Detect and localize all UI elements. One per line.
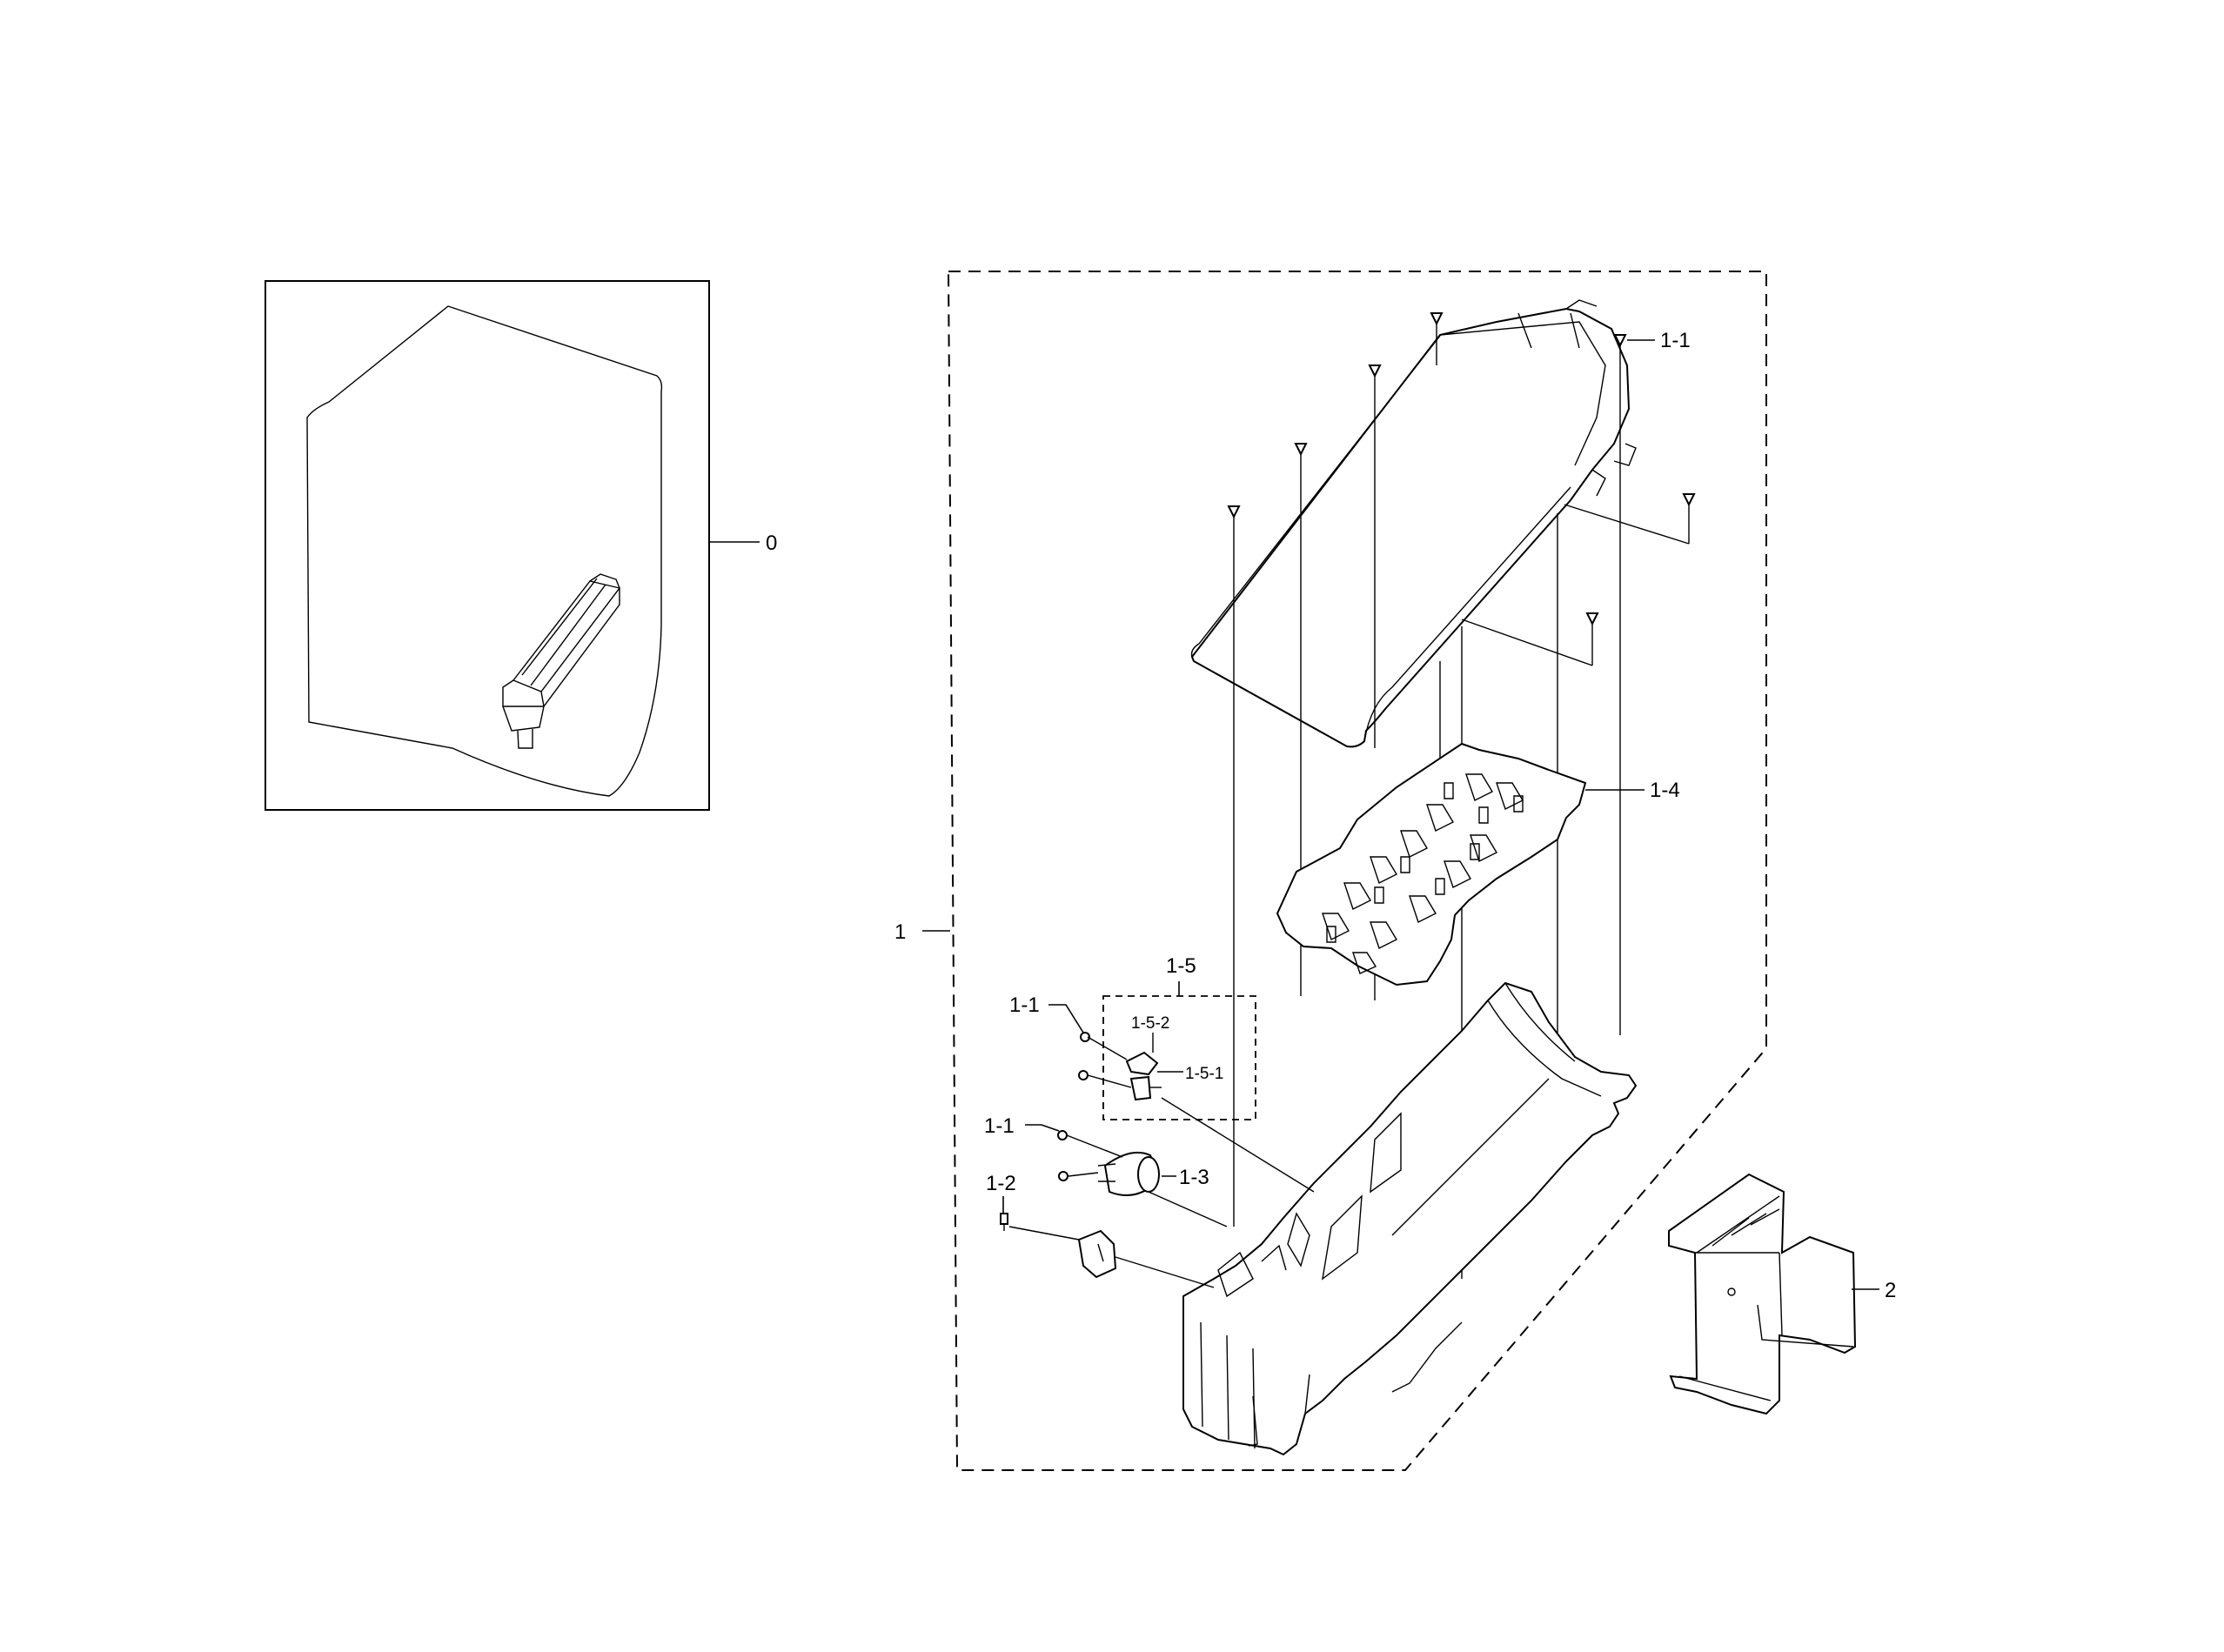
label-screw-top: 1-1	[1660, 329, 1691, 352]
coil-plate	[1276, 742, 1587, 987]
label-sensor-part-1: 1-5-1	[1185, 1065, 1223, 1083]
label-sensor-part-2: 1-5-2	[1131, 1014, 1169, 1033]
overview-heater-icon	[502, 573, 621, 749]
label-assembly-overview: 0	[766, 532, 777, 555]
screw-icon	[1078, 1070, 1089, 1080]
screw-left-a-leader	[1048, 1004, 1084, 1033]
label-screw-left-b: 1-1	[984, 1114, 1015, 1138]
screw-icon	[1057, 1130, 1068, 1140]
overview-panel: 0	[265, 280, 777, 811]
heater-assembly-group: 1	[894, 271, 1767, 1471]
overview-frame	[265, 280, 710, 811]
screw-icon	[1080, 1032, 1090, 1042]
heater-housing-lower	[1182, 981, 1638, 1456]
dryer-cabinet-outline	[306, 305, 663, 797]
sensor-component	[1125, 1051, 1162, 1101]
bracket-part	[1668, 1173, 1857, 1415]
screw-icon	[1000, 1213, 1008, 1231]
label-sensor-kit: 1-5	[1166, 954, 1196, 978]
screw-icon	[1058, 1171, 1068, 1181]
label-screw-small: 1-2	[986, 1172, 1016, 1195]
screw-icon	[1682, 493, 1696, 544]
screw-icon	[1430, 312, 1444, 365]
label-coil-plate: 1-4	[1650, 779, 1680, 802]
screw-left-b-leader	[1025, 1124, 1060, 1132]
screw-icon	[1613, 334, 1627, 457]
sensor-kit-boundary	[1102, 995, 1256, 1120]
heater-assembly-boundary	[948, 271, 1767, 1471]
label-screw-left-a: 1-1	[1009, 993, 1040, 1017]
label-bracket: 2	[1885, 1279, 1896, 1302]
label-heater-assembly: 1	[894, 920, 906, 944]
screw-icon	[1368, 365, 1382, 431]
heater-duct-cover	[1190, 299, 1637, 748]
screw-icon	[1585, 612, 1599, 665]
screw-icon	[1227, 505, 1241, 1227]
sensor-kit-group: 1-5 1-5-2 1-5-1	[1078, 954, 1315, 1193]
label-thermostat: 1-3	[1179, 1166, 1209, 1189]
thermostat-part	[1057, 1130, 1228, 1227]
clip-part	[1000, 1213, 1215, 1288]
